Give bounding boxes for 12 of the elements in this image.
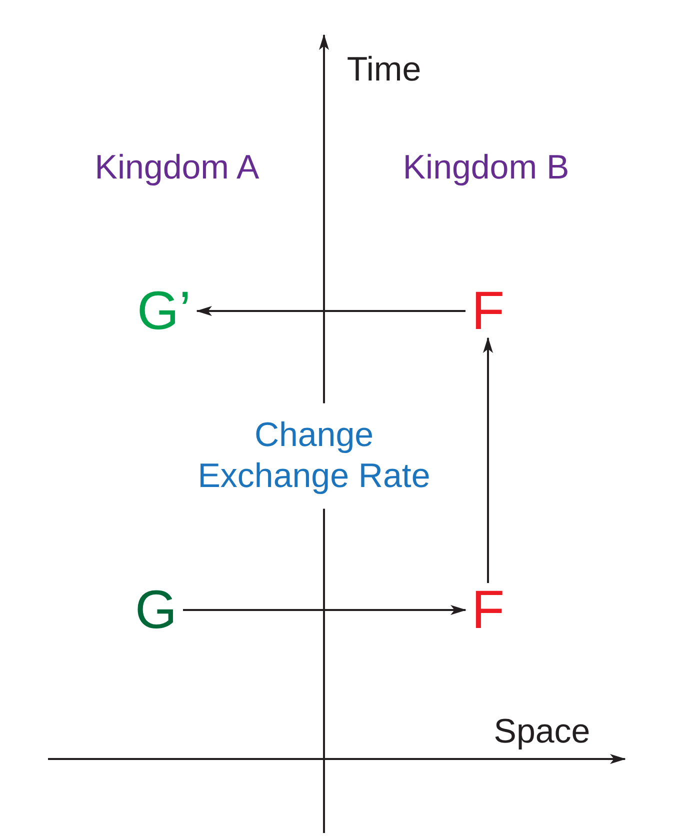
letter-label: F [466,583,510,637]
axis-label: Space [494,712,590,752]
region-label: Kingdom A [94,148,260,188]
arrow [196,306,466,316]
letter-label: G [129,583,183,637]
arrow [483,337,493,583]
letter-label: F [466,284,510,338]
arrow [183,605,466,615]
annotation-text: Change Exchange Rate [196,415,432,497]
axis-label: Time [346,50,422,90]
region-label: Kingdom B [402,148,570,188]
letter-label: G’ [131,284,197,338]
